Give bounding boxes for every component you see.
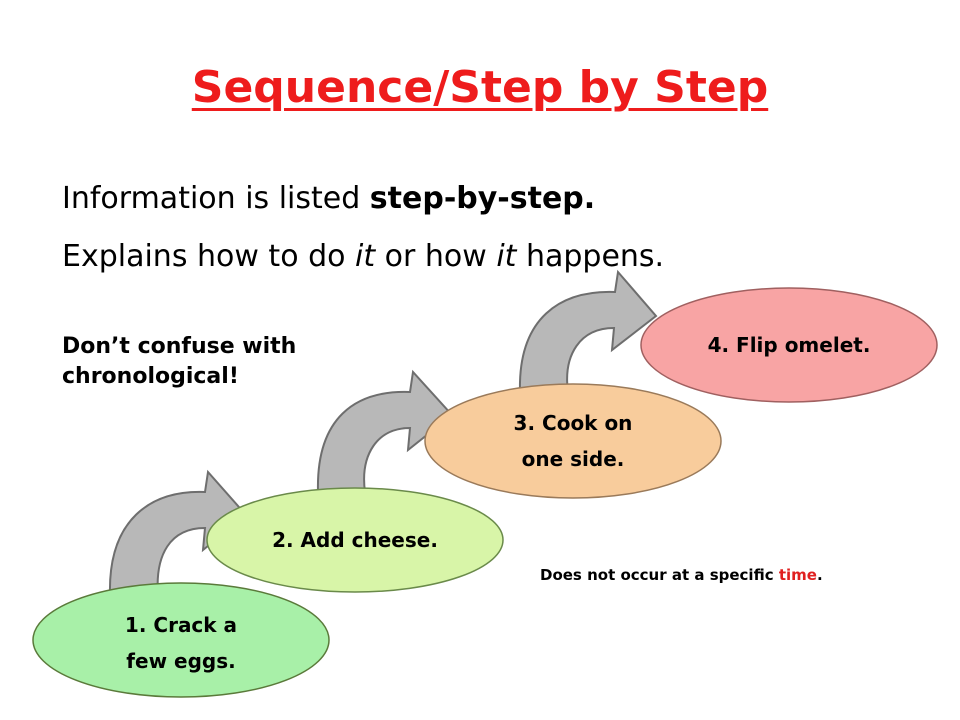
bullet-2-text-1: Explains how to do	[62, 239, 356, 274]
step-3-label-line-2: one side.	[522, 447, 625, 471]
note-line-1: Don’t confuse with	[62, 334, 297, 359]
step-1-label-line-1: 1. Crack a	[125, 613, 237, 637]
step-3-label-line-1: 3. Cook on	[514, 411, 633, 435]
bullet-line-1: Information is listed step-by-step.	[62, 181, 595, 216]
slide-title: Sequence/Step by Step	[191, 62, 769, 113]
curved-arrow-icon	[518, 269, 658, 393]
step-3-ellipse: 3. Cook on one side.	[424, 383, 722, 499]
bullet-1-text: Information is listed	[62, 181, 370, 216]
caption-highlight: time	[778, 566, 817, 584]
caption-note: Does not occur at a specific time.	[540, 566, 823, 584]
step-2-ellipse: 2. Add cheese.	[206, 487, 504, 593]
caption-text: Does not occur at a specific	[540, 566, 779, 584]
warning-note: Don’t confuse with chronological!	[62, 332, 382, 392]
step-2-label: 2. Add cheese.	[272, 528, 438, 552]
bullet-2-italic-1: it	[355, 239, 376, 274]
note-line-2: chronological!	[62, 364, 239, 389]
step-1-ellipse: 1. Crack a few eggs.	[32, 582, 330, 698]
curved-arrow-icon	[316, 369, 454, 493]
caption-suffix: .	[816, 566, 823, 584]
bullet-2-italic-2: it	[496, 239, 517, 274]
bullet-1-bold: step-by-step.	[369, 181, 596, 216]
bullet-2-text-3: happens.	[516, 239, 665, 274]
curved-arrow-icon	[108, 469, 248, 596]
step-4-label: 4. Flip omelet.	[708, 333, 871, 357]
step-4-ellipse: 4. Flip omelet.	[640, 287, 938, 403]
step-1-label-line-2: few eggs.	[126, 649, 235, 673]
bullet-line-2: Explains how to do it or how it happens.	[62, 239, 664, 274]
bullet-2-text-2: or how	[375, 239, 497, 274]
